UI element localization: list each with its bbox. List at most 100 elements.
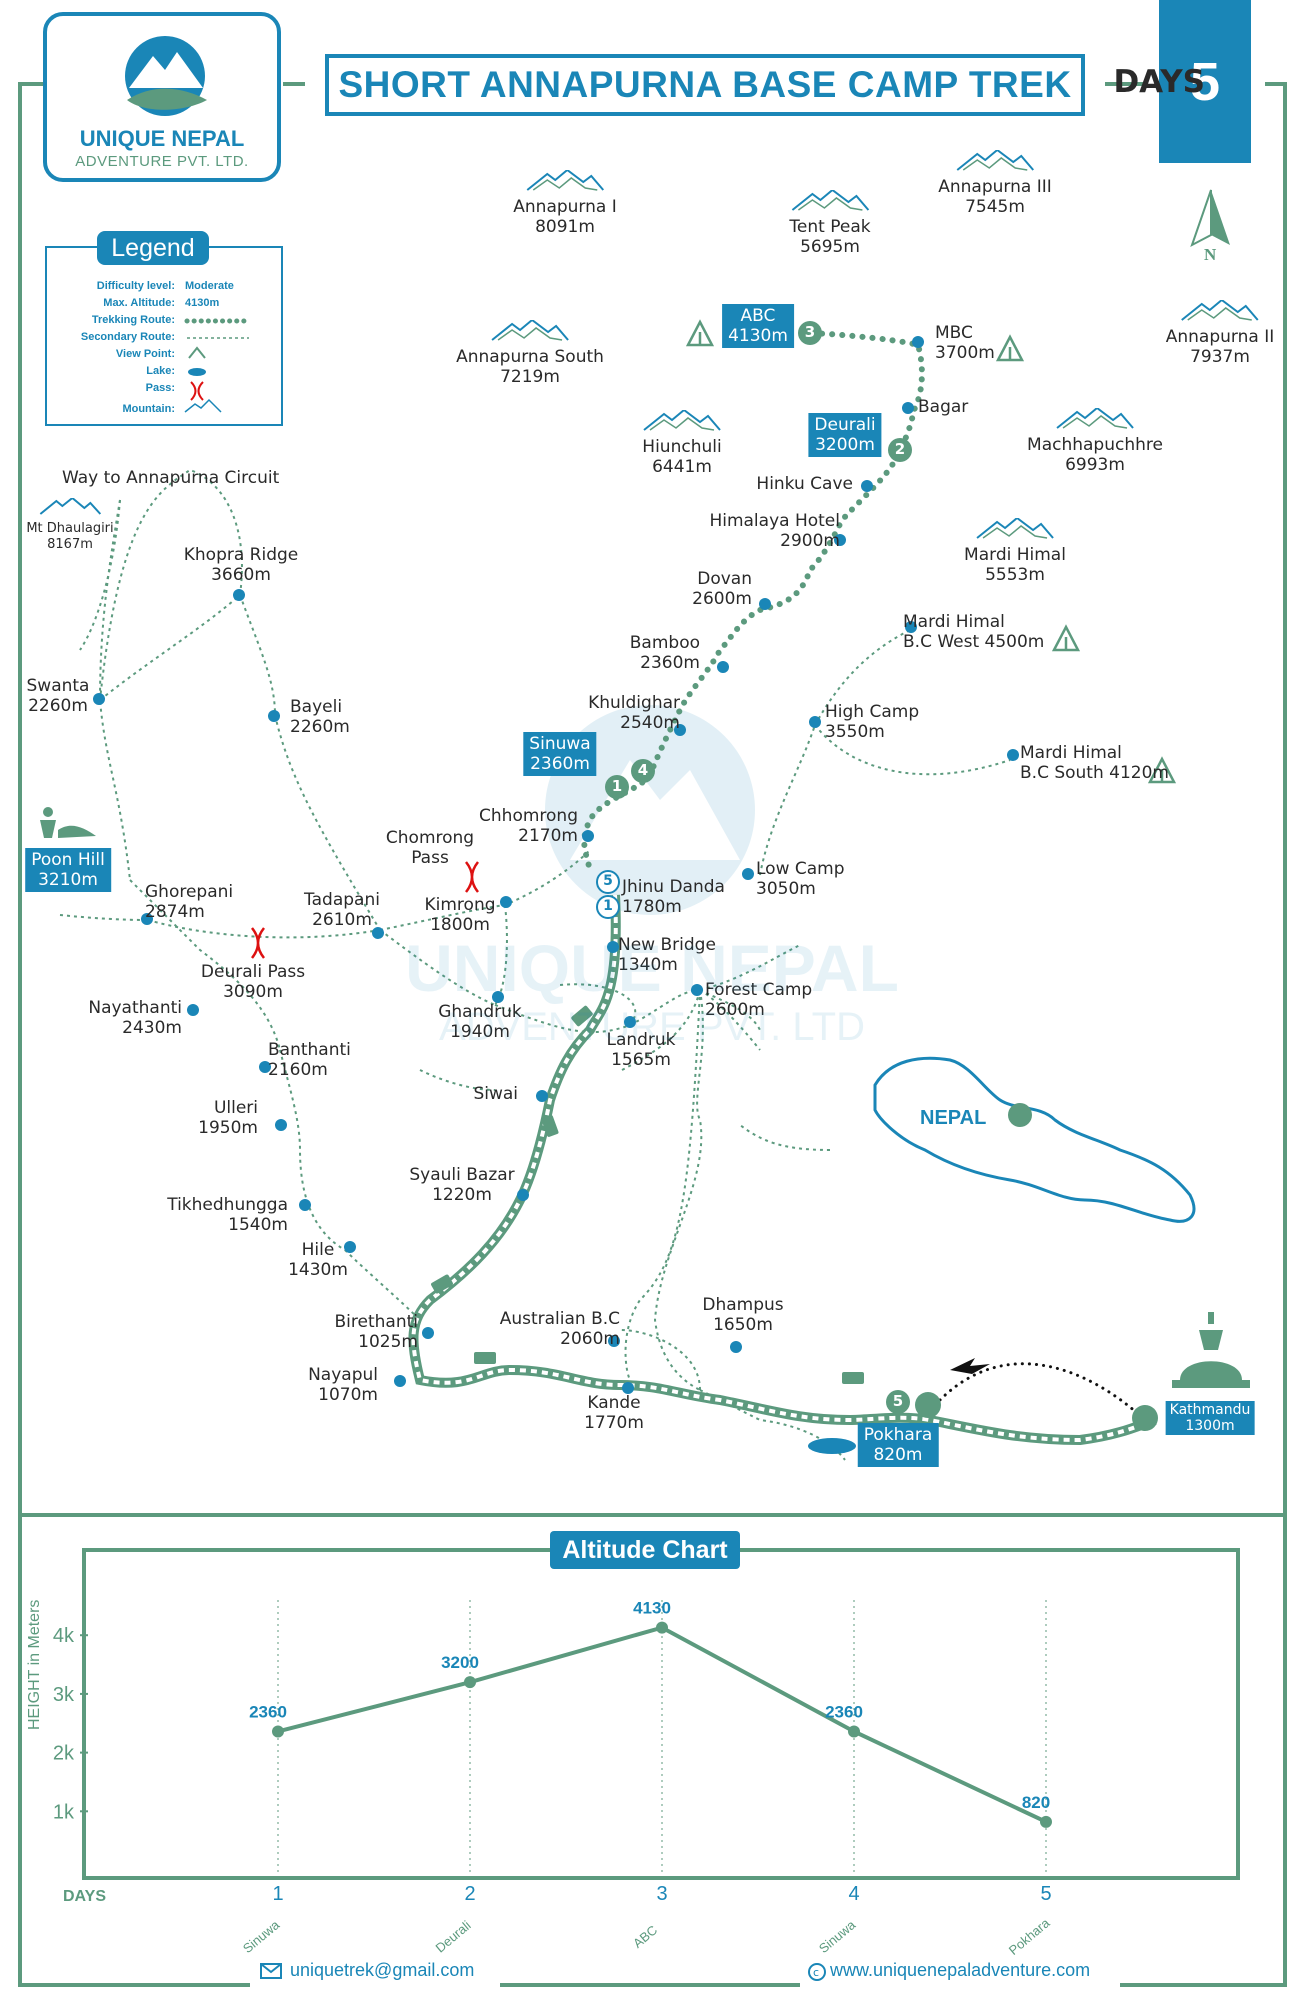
mountain-icon	[976, 516, 1054, 539]
altitude-point	[272, 1725, 284, 1738]
mountain-name: Annapurna I	[513, 197, 617, 217]
y-tick-label: 2k	[53, 1743, 75, 1765]
legend-title: Legend	[97, 231, 209, 265]
place-dot	[372, 927, 384, 939]
vehicle-road	[408, 894, 1157, 1446]
mountain-icon	[1181, 298, 1259, 321]
day-marker-number: 5	[603, 873, 613, 889]
place-dot	[1007, 749, 1019, 761]
altitude-value-label: 3200	[441, 1653, 479, 1672]
mountain-icon	[491, 318, 569, 341]
place-label: Bagar	[918, 397, 969, 417]
altitude-chart: 1k2k3k4k23601Sinuwa32002Deurali41303ABC2…	[53, 1599, 1053, 1958]
trekking-route	[581, 330, 925, 873]
altitude-value-label: 820	[1022, 1793, 1050, 1812]
place-dot	[607, 941, 619, 953]
legend-value: Moderate	[185, 280, 234, 292]
airport-icons	[915, 1358, 1158, 1431]
place-markers	[40, 319, 1177, 1431]
footer-website[interactable]: www.uniquenepaladventure.com	[830, 1960, 1091, 1980]
place-dot	[268, 710, 280, 722]
place-dot	[141, 913, 153, 925]
logo-subtitle: ADVENTURE PVT. LTD.	[75, 153, 249, 170]
place-dot	[691, 984, 703, 996]
x-tick-label: 5	[1040, 1883, 1051, 1905]
svg-text:c: c	[813, 1966, 819, 1979]
legend-label: Secondary Route:	[80, 331, 175, 343]
place-dot	[759, 598, 771, 610]
altitude-point	[848, 1725, 860, 1738]
jeep-icon	[431, 1274, 453, 1294]
legend-label: View Point:	[115, 348, 175, 360]
place-dot	[717, 661, 729, 673]
mountain-altitude: 7937m	[1190, 347, 1250, 367]
place-dot	[93, 693, 105, 705]
place-dot	[608, 1335, 620, 1347]
place-dot	[809, 716, 821, 728]
logo-name: UNIQUE NEPAL	[79, 126, 245, 151]
place-dot	[834, 534, 846, 546]
place-dot	[622, 1382, 634, 1394]
place-dot	[492, 991, 504, 1003]
airplane-icon	[950, 1358, 990, 1374]
x-tick-label: 1	[272, 1883, 283, 1905]
place-dot	[344, 1241, 356, 1253]
footer-email[interactable]: uniquetrek@gmail.com	[290, 1960, 475, 1980]
company-logo: UNIQUE NEPAL ADVENTURE PVT. LTD.	[43, 12, 281, 182]
jeep-icon	[541, 1115, 559, 1137]
mountain-altitude: 7219m	[500, 367, 560, 387]
tent-icon	[995, 334, 1025, 362]
place-dot	[536, 1090, 548, 1102]
watermark-subtext: ADVENTURE PVT. LTD	[439, 1005, 865, 1049]
place-dot	[187, 1004, 199, 1016]
mountain-icon	[956, 148, 1034, 171]
place-dot	[674, 724, 686, 736]
mountain-name: Machhapuchhre	[1027, 435, 1163, 455]
pass-icons	[250, 861, 480, 959]
legend-box: Difficulty level: Moderate Max. Altitude…	[45, 246, 283, 426]
mountain-icon	[526, 168, 604, 191]
legend-label: Mountain:	[122, 403, 175, 415]
place-dot	[582, 830, 594, 842]
page-title: SHORT ANNAPURNA BASE CAMP TREK	[325, 54, 1085, 116]
mountain-name: Annapurna South	[456, 347, 604, 367]
legend-symbols	[184, 318, 252, 413]
y-tick-label: 3k	[53, 1684, 75, 1706]
x-tick-label: 2	[464, 1883, 475, 1905]
phewa-lake	[808, 1438, 856, 1454]
legend-label: Trekking Route:	[91, 314, 175, 326]
place-dot	[624, 1016, 636, 1028]
altitude-value-label: 2360	[825, 1702, 863, 1721]
y-tick-label: 1k	[53, 1801, 75, 1823]
chart-x-label: DAYS	[63, 1888, 106, 1905]
flight-path	[938, 1362, 1147, 1422]
altitude-value-label: 4130	[633, 1599, 671, 1618]
mountain-name: Annapurna III	[938, 177, 1052, 197]
place-label: Siwai	[473, 1084, 518, 1104]
jeep-icon	[474, 1352, 496, 1364]
mountain-altitude: 5695m	[800, 237, 860, 257]
